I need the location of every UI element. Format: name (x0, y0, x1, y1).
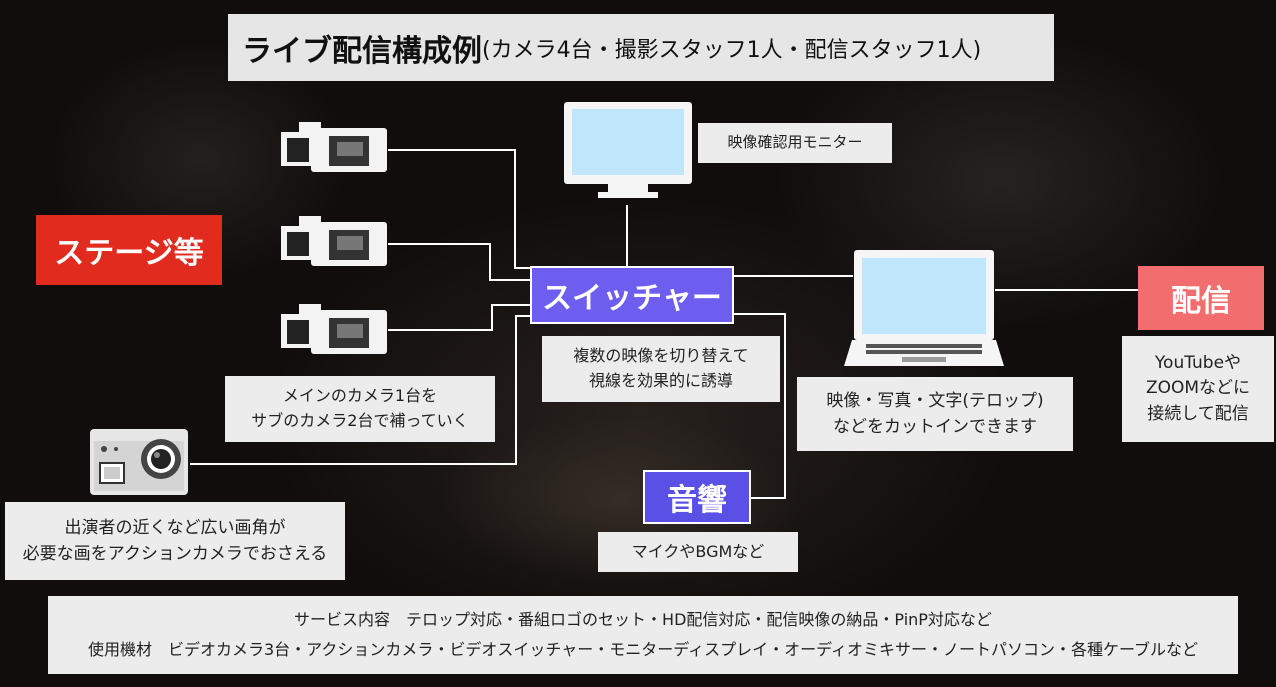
haishin-desc-line: YouTubeや (1154, 352, 1242, 373)
switcher-label: スイッチャー (530, 266, 734, 324)
action-desc-line: 必要な画をアクションカメラでおさえる (22, 544, 328, 564)
haishin-desc-line: ZOOMなどに (1145, 378, 1251, 399)
switcher-desc-line: 視線を効果的に誘導 (588, 371, 733, 390)
equipment-line: 使用機材 ビデオカメラ3台・アクションカメラ・ビデオスイッチャー・モニターディス… (87, 640, 1199, 659)
stage-label: ステージ等 (36, 215, 222, 285)
line-camera2-switcher (388, 243, 532, 281)
line-camera3-switcher (388, 304, 532, 331)
video-camera-icon (281, 304, 387, 354)
camera-desc-line: メインのカメラ1台を (282, 386, 438, 406)
switcher-description: 複数の映像を切り替えて視線を効果的に誘導 (542, 336, 780, 402)
line-audio-switcher (734, 313, 786, 499)
monitor-label: 映像確認用モニター (698, 123, 892, 163)
line-action-switcher (190, 315, 532, 465)
audio-desc-line: マイクやBGMなど (631, 541, 765, 561)
haishin-desc-line: 接続して配信 (1147, 403, 1249, 424)
monitor-icon (564, 102, 692, 198)
cutin-desc-line: 映像・写真・文字(テロップ) (826, 390, 1044, 411)
laptop-icon (844, 250, 1004, 366)
action-camera-description: 出演者の近くなど広い画角が必要な画をアクションカメラでおさえる (5, 502, 345, 580)
haishin-label: 配信 (1138, 266, 1264, 330)
video-camera-icon (281, 122, 387, 172)
services-line: サービス内容 テロップ対応・番組ロゴのセット・HD配信対応・配信映像の納品・Pi… (294, 609, 992, 629)
action-camera-icon (90, 429, 188, 495)
line-camera1-switcher (388, 149, 532, 269)
footer-box: サービス内容 テロップ対応・番組ロゴのセット・HD配信対応・配信映像の納品・Pi… (48, 596, 1238, 674)
camera-desc-line: サブのカメラ2台で補っていく (251, 411, 469, 430)
camera-description: メインのカメラ1台をサブのカメラ2台で補っていく (225, 376, 495, 442)
title-main: ライブ配信構成例 (242, 33, 482, 69)
video-camera-icon (281, 216, 387, 266)
title-box: ライブ配信構成例(カメラ4台・撮影スタッフ1人・配信スタッフ1人) (228, 14, 1054, 81)
action-desc-line: 出演者の近くなど広い画角が (64, 517, 286, 538)
haishin-description: YouTubeや ZOOMなどに接続して配信 (1122, 336, 1274, 442)
cutin-desc-line: などをカットインできます (832, 417, 1037, 437)
title-sub: (カメラ4台・撮影スタッフ1人・配信スタッフ1人) (482, 37, 982, 63)
audio-description: マイクやBGMなど (598, 532, 798, 572)
audio-label: 音響 (643, 470, 751, 524)
cutin-description: 映像・写真・文字(テロップ) などをカットインできます (797, 377, 1073, 451)
switcher-desc-line: 複数の映像を切り替えて (573, 346, 749, 366)
